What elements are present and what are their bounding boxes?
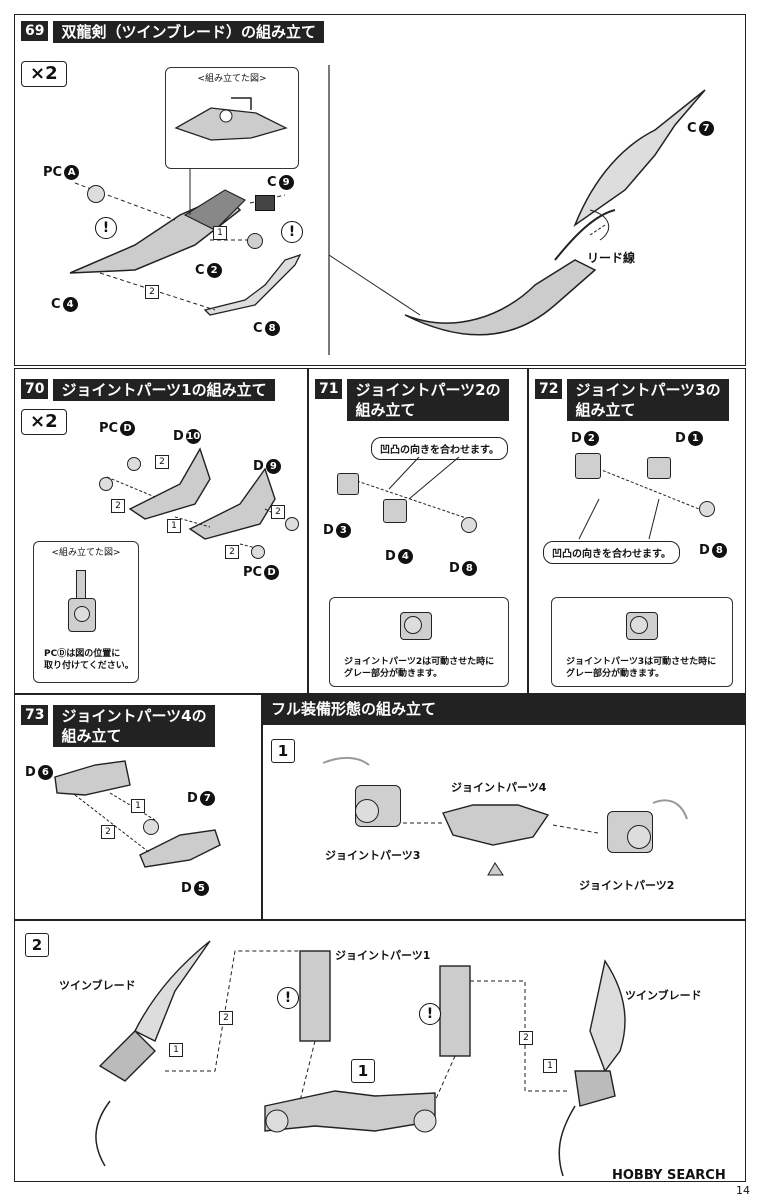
part-d8 <box>461 517 477 533</box>
inset-caption: <組み立てた図> <box>197 74 267 84</box>
caution-icon: ! <box>419 1003 441 1025</box>
label-joint-part-1: ジョイントパーツ1 <box>335 949 431 962</box>
part-d2 <box>575 453 601 479</box>
step-69-assembled-inset: <組み立てた図> <box>165 67 299 169</box>
alignment-callout: 凹凸の向きを合わせます。 <box>543 541 680 564</box>
step-69-title: 69 双龍剣（ツインブレード）の組み立て <box>21 21 325 43</box>
step-70-assembled-inset: <組み立てた図> PCⒹは図の位置に 取り付けてください。 <box>33 541 139 683</box>
part-d4 <box>383 499 407 523</box>
full-equipment-title: フル装備形態の組み立て <box>263 695 745 725</box>
order-marker-1: 1 <box>169 1043 183 1057</box>
part-c9 <box>255 195 275 211</box>
full-equipment-drawing <box>322 757 688 876</box>
order-marker-2: 2 <box>145 285 159 299</box>
order-marker-2: 2 <box>101 825 115 839</box>
page-number: 14 <box>736 1184 750 1197</box>
step-72-title: 72 ジョイントパーツ3の 組み立て <box>535 379 729 421</box>
step-70-title: 70 ジョイントパーツ1の組み立て <box>21 379 275 401</box>
order-marker-2: 2 <box>271 505 285 519</box>
label-joint-part-2: ジョイントパーツ2 <box>579 879 675 892</box>
times-two-badge: ×2 <box>21 61 67 87</box>
pc-d-part <box>99 477 113 491</box>
part-d1 <box>647 457 671 479</box>
substep-1-box: 1 <box>351 1059 375 1083</box>
part-d8 <box>699 501 715 517</box>
times-two-badge: ×2 <box>21 409 67 435</box>
label-joint-part-4: ジョイントパーツ4 <box>451 781 547 794</box>
substep-2-box: 2 <box>25 933 49 957</box>
step-title-text: 双龍剣（ツインブレード）の組み立て <box>53 21 325 43</box>
step-71-note-inset: ジョイントパーツ2は可動させた時に グレー部分が動きます。 <box>329 597 509 687</box>
substep-1-box: 1 <box>271 739 295 763</box>
inset-note: ジョイントパーツ3は可動させた時に グレー部分が動きます。 <box>566 657 717 679</box>
pc-d-part <box>251 545 265 559</box>
part-c2 <box>247 233 263 249</box>
step-69-drawing <box>69 65 706 355</box>
order-marker-2: 2 <box>519 1031 533 1045</box>
inset-note: PCⒹは図の位置に 取り付けてください。 <box>44 649 134 671</box>
full-equipment-panel: フル装備形態の組み立て 1 ジョイントパーツ4 ジョイントパーツ3 ジョイントパ… <box>262 694 746 920</box>
step-72-drawing <box>578 464 700 540</box>
pc-d-part <box>127 457 141 471</box>
order-marker-1: 1 <box>167 519 181 533</box>
step-71-drawing <box>356 456 470 520</box>
label-twin-blade-left: ツインブレード <box>59 979 136 992</box>
inset-note: ジョイントパーツ2は可動させた時に グレー部分が動きます。 <box>344 657 495 679</box>
pc-a-part <box>87 185 105 203</box>
order-marker-2: 2 <box>111 499 125 513</box>
step-73-title: 73 ジョイントパーツ4の 組み立て <box>21 705 215 747</box>
order-marker-1: 1 <box>213 226 227 240</box>
caution-icon: ! <box>281 221 303 243</box>
step-72-note-inset: ジョイントパーツ3は可動させた時に グレー部分が動きます。 <box>551 597 733 687</box>
step-69-panel: 69 双龍剣（ツインブレード）の組み立て ×2 <組み立てた図> <box>14 14 746 366</box>
pc-d-part <box>285 517 299 531</box>
step-2-drawing <box>95 940 626 1177</box>
order-marker-2: 2 <box>155 455 169 469</box>
part-d7 <box>143 819 159 835</box>
step-number: 69 <box>21 21 49 41</box>
order-marker-2: 2 <box>219 1011 233 1025</box>
order-marker-1: 1 <box>131 799 145 813</box>
step-71-title: 71 ジョイントパーツ2の 組み立て <box>315 379 509 421</box>
step-70-drawing <box>106 447 286 550</box>
caution-icon: ! <box>277 987 299 1009</box>
hobby-search-logo: HOBBY SEARCH <box>612 1168 726 1183</box>
label-joint-part-3: ジョイントパーツ3 <box>325 849 421 862</box>
order-marker-1: 1 <box>543 1059 557 1073</box>
label-twin-blade-right: ツインブレード <box>625 989 702 1002</box>
order-marker-2: 2 <box>225 545 239 559</box>
part-d3 <box>337 473 359 495</box>
step-2-panel: 2 ツインブレード ツインブレード ジョイントパーツ1 1 1 2 2 1 ! … <box>14 920 746 1182</box>
label-lead-wire: リード線 <box>587 251 636 265</box>
alignment-callout: 凹凸の向きを合わせます。 <box>371 437 508 460</box>
caution-icon: ! <box>95 217 117 239</box>
